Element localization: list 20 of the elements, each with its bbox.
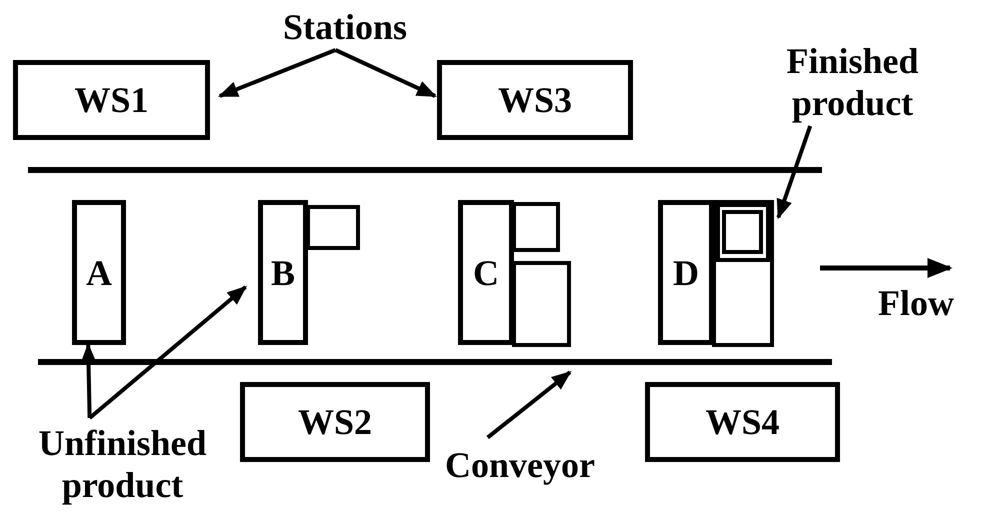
callout-text: Finished product — [735, 38, 970, 126]
product-box: A — [72, 200, 126, 345]
callout-text: Unfinished product — [5, 418, 240, 510]
product-box: B — [258, 200, 308, 345]
leader-line — [486, 370, 572, 440]
product-box: D — [658, 200, 714, 345]
leader-line — [80, 343, 97, 418]
leader-line — [334, 48, 437, 98]
leader-line — [218, 48, 336, 98]
workstation-box: WS3 — [437, 60, 633, 140]
leader-line — [776, 125, 812, 220]
product-box: C — [458, 200, 514, 345]
workstation-box: WS4 — [645, 382, 840, 462]
callout-text: Stations — [250, 4, 440, 50]
workstation-box: WS1 — [13, 60, 210, 140]
workstation-box: WS2 — [240, 382, 430, 462]
leader-line — [88, 285, 248, 420]
conveyor-rail — [38, 359, 832, 365]
conveyor-rail — [28, 167, 822, 173]
flow-label: Flow — [878, 282, 954, 324]
